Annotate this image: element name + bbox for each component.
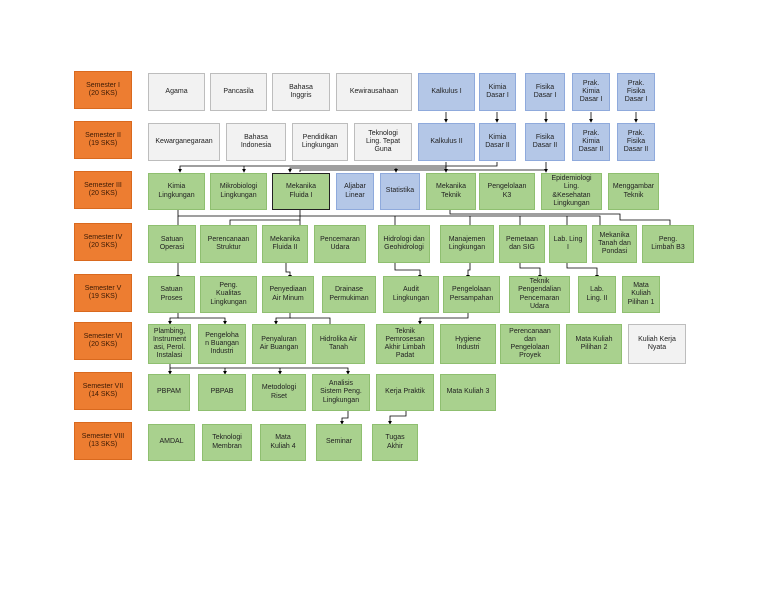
course-node: Penyaluran Air Buangan bbox=[252, 324, 306, 364]
course-node: Hygiene Industri bbox=[440, 324, 496, 364]
course-node: Kimia Dasar I bbox=[479, 73, 516, 111]
course-node: Kuliah Kerja Nyata bbox=[628, 324, 686, 364]
course-node: Bahasa Indonesia bbox=[226, 123, 286, 161]
course-node: Pendidikan Lingkungan bbox=[292, 123, 348, 161]
course-node: Aljabar Linear bbox=[336, 173, 374, 210]
course-node: Pemetaan dan SIG bbox=[499, 225, 545, 263]
course-node: Pencemaran Udara bbox=[314, 225, 366, 263]
course-node: Prak. Kimia Dasar II bbox=[572, 123, 610, 161]
course-node: Mekanika Fluida I bbox=[272, 173, 330, 210]
course-node: Plambing, Instrument asi, Perol. Instala… bbox=[148, 324, 191, 364]
course-node: Tugas Akhir bbox=[372, 424, 418, 461]
semester-label: Semester I (20 SKS) bbox=[74, 71, 132, 109]
semester-label: Semester V (19 SKS) bbox=[74, 274, 132, 312]
course-node: Bahasa Inggris bbox=[272, 73, 330, 111]
course-node: Fisika Dasar II bbox=[525, 123, 565, 161]
course-node: PBPAM bbox=[148, 374, 190, 411]
semester-label: Semester III (20 SKS) bbox=[74, 171, 132, 209]
semester-label: Semester II (19 SKS) bbox=[74, 121, 132, 159]
course-node: Perencanaan Struktur bbox=[200, 225, 257, 263]
course-node: Mata Kuliah 4 bbox=[260, 424, 306, 461]
course-node: Penyediaan Air Minum bbox=[262, 276, 314, 313]
course-node: Mekanika Teknik bbox=[426, 173, 476, 210]
course-node: Audit Lingkungan bbox=[383, 276, 439, 313]
course-node: Kalkulus I bbox=[418, 73, 475, 111]
course-node: PBPAB bbox=[198, 374, 246, 411]
course-node: Kimia Dasar II bbox=[479, 123, 516, 161]
course-node: Perencanaan dan Pengelolaan Proyek bbox=[500, 324, 560, 364]
course-node: Kalkulus II bbox=[418, 123, 475, 161]
course-node: Kerja Praktik bbox=[376, 374, 434, 411]
course-node: Agama bbox=[148, 73, 205, 111]
semester-label: Semester VIII (13 SKS) bbox=[74, 422, 132, 460]
course-node: Prak. Fisika Dasar I bbox=[617, 73, 655, 111]
semester-label: Semester VI (20 SKS) bbox=[74, 322, 132, 360]
course-node: Seminar bbox=[316, 424, 362, 461]
course-node: Pengelolaan K3 bbox=[479, 173, 535, 210]
course-node: AMDAL bbox=[148, 424, 195, 461]
course-node: Fisika Dasar I bbox=[525, 73, 565, 111]
course-node: Mata Kuliah Pilihan 2 bbox=[566, 324, 622, 364]
course-node: Statistika bbox=[380, 173, 420, 210]
course-node: Pengeloha n Buangan Industri bbox=[198, 324, 246, 364]
course-node: Kewirausahaan bbox=[336, 73, 412, 111]
course-node: Prak. Kimia Dasar I bbox=[572, 73, 610, 111]
course-node: Mekanika Tanah dan Pondasi bbox=[592, 225, 637, 263]
course-node: Lab. Ling. II bbox=[578, 276, 616, 313]
course-node: Kimia Lingkungan bbox=[148, 173, 205, 210]
course-node: Kewarganegaraan bbox=[148, 123, 220, 161]
course-node: Mikrobiologi Lingkungan bbox=[210, 173, 267, 210]
course-node: Teknologi Membran bbox=[202, 424, 252, 461]
course-node: Prak. Fisika Dasar II bbox=[617, 123, 655, 161]
course-node: Mata Kuliah Pilihan 1 bbox=[622, 276, 660, 313]
course-node: Hidrologi dan Geohidrologi bbox=[378, 225, 430, 263]
course-node: Peng. Limbah B3 bbox=[642, 225, 694, 263]
course-node: Mekanika Fluida II bbox=[262, 225, 308, 263]
course-node: Manajemen Lingkungan bbox=[440, 225, 494, 263]
course-node: Hidrolika Air Tanah bbox=[312, 324, 365, 364]
course-node: Analisis Sistem Peng. Lingkungan bbox=[312, 374, 370, 411]
course-node: Teknik Pemrosesan Akhir Limbah Padat bbox=[376, 324, 434, 364]
course-node: Menggambar Teknik bbox=[608, 173, 659, 210]
semester-label: Semester VII (14 SKS) bbox=[74, 372, 132, 410]
course-node: Metodologi Riset bbox=[252, 374, 306, 411]
semester-label: Semester IV (20 SKS) bbox=[74, 223, 132, 261]
course-node: Drainase Permukiman bbox=[322, 276, 376, 313]
course-node: Peng. Kualitas Lingkungan bbox=[200, 276, 257, 313]
course-node: Satuan Proses bbox=[148, 276, 195, 313]
course-node: Pancasila bbox=[210, 73, 267, 111]
course-node: Mata Kuliah 3 bbox=[440, 374, 496, 411]
course-node: Satuan Operasi bbox=[148, 225, 196, 263]
course-node: Pengelolaan Persampahan bbox=[443, 276, 500, 313]
course-node: Teknik Pengendalian Pencemaran Udara bbox=[509, 276, 570, 313]
course-node: Lab. Ling I bbox=[549, 225, 587, 263]
course-node: Teknologi Ling. Tepat Guna bbox=[354, 123, 412, 161]
course-node: Epidemiologi Ling. &Kesehatan Lingkungan bbox=[541, 173, 602, 210]
